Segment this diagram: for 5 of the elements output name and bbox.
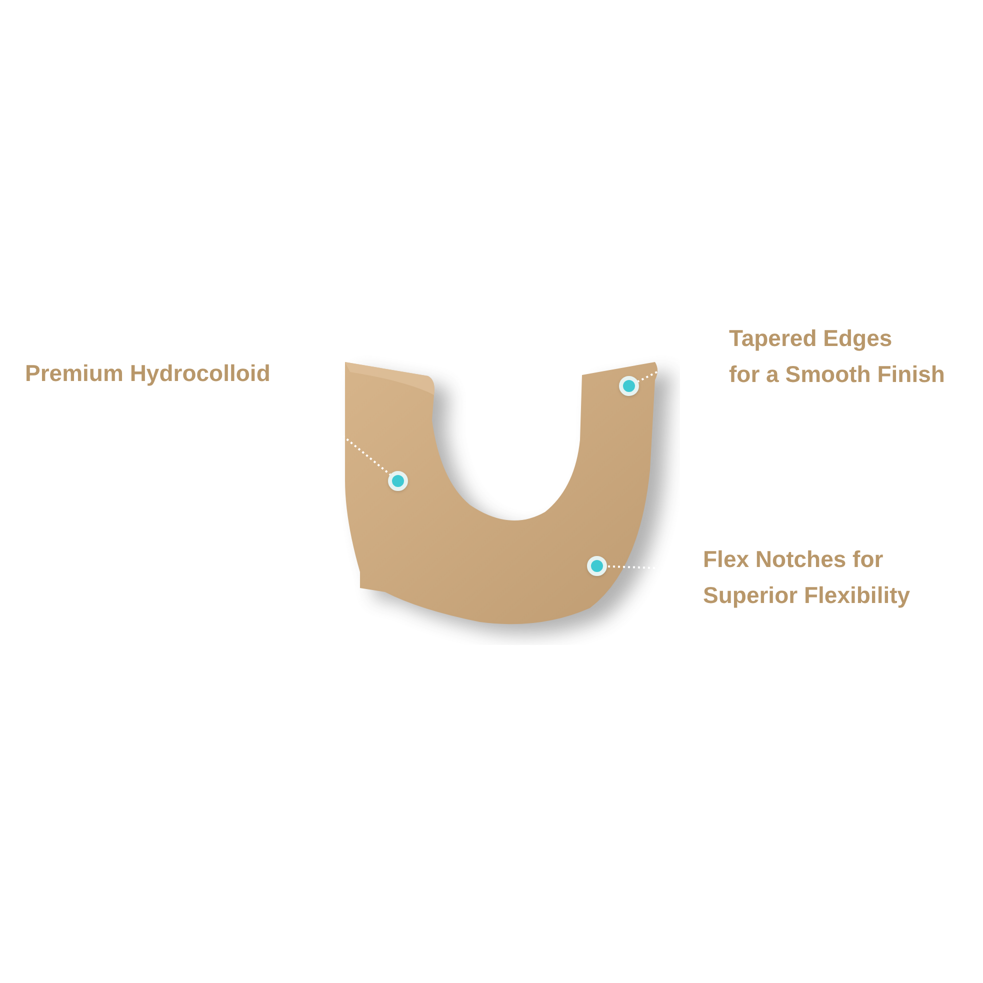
callout-label: Tapered Edges for a Smooth Finish [729, 324, 946, 389]
callout-label: Flex Notches for Superior Flexibility [703, 545, 912, 610]
leader-line [342, 435, 391, 476]
leader-line [638, 371, 658, 382]
callout-label: Premium Hydrocolloid [25, 359, 272, 388]
